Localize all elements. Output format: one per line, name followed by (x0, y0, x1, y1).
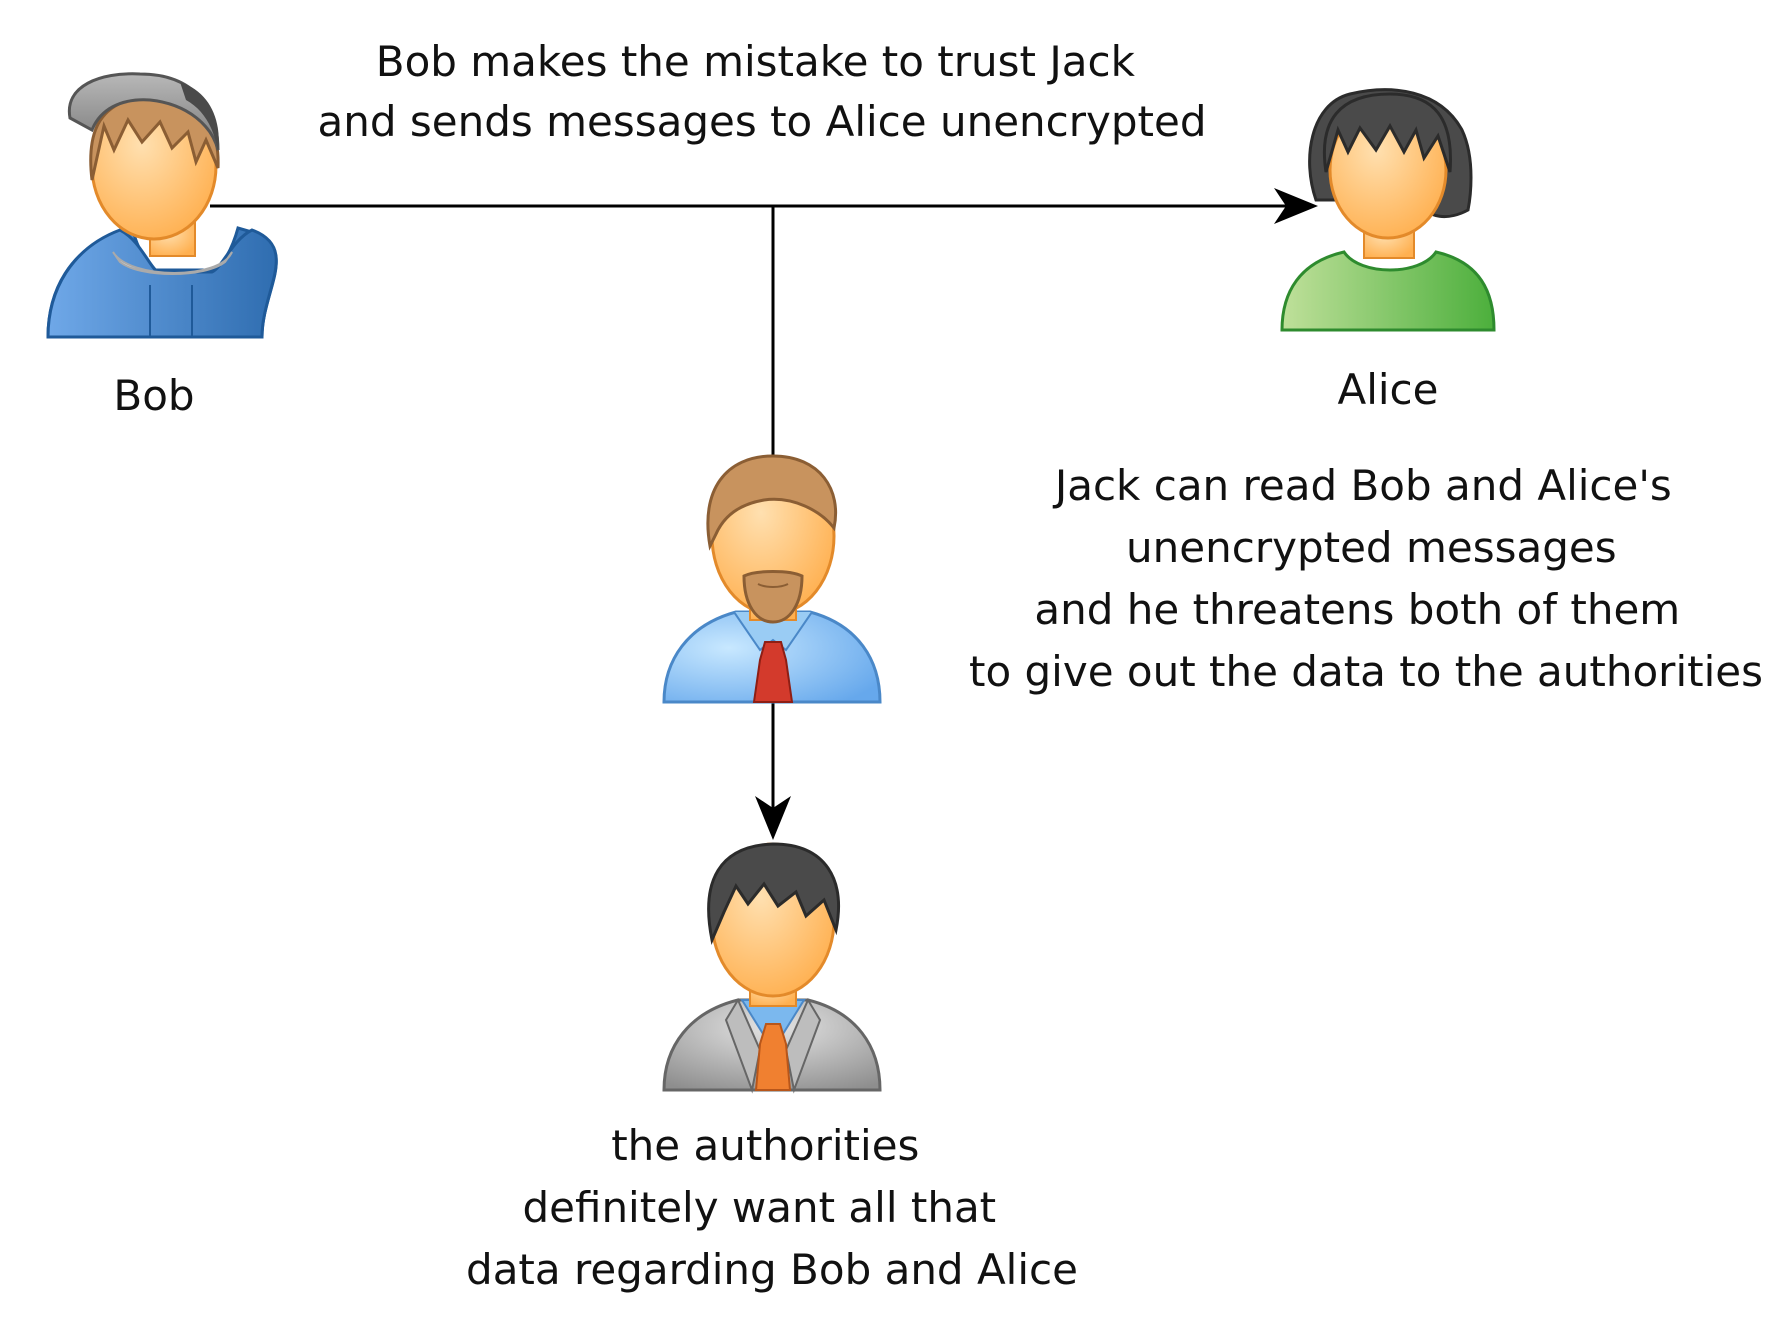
arrowhead-down-icon (755, 796, 791, 840)
bob-person-icon (46, 72, 278, 339)
edge-bob-to-alice-label: Bob makes the mistake to trust Jack and … (318, 37, 1207, 146)
note-line: to give out the data to the authorities (969, 647, 1763, 696)
note-line: Jack can read Bob and Alice's (1052, 461, 1672, 510)
jack-person-icon (662, 454, 882, 704)
note-line: and he threatens both of them (1034, 585, 1680, 634)
alice-label: Alice (1337, 365, 1438, 414)
authority-person-icon (662, 842, 882, 1094)
note-line: unencrypted messages (1126, 523, 1617, 572)
node-authorities[interactable] (662, 842, 882, 1094)
edge-jack-to-authorities (755, 702, 791, 840)
note-line: the authorities (611, 1121, 919, 1170)
note-line: data regarding Bob and Alice (466, 1245, 1078, 1294)
node-jack[interactable] (662, 454, 882, 704)
arrowhead-right-icon (1274, 188, 1318, 224)
jack-threat-note: Jack can read Bob and Alice's unencrypte… (969, 461, 1763, 696)
node-alice[interactable]: Alice (1280, 88, 1496, 414)
bob-label: Bob (113, 371, 194, 420)
edge-bob-to-alice (210, 188, 1318, 224)
authorities-description: the authorities definitely want all that… (466, 1121, 1078, 1294)
edge-label-line: and sends messages to Alice unencrypted (318, 97, 1207, 146)
alice-person-icon (1280, 88, 1496, 332)
edge-label-line: Bob makes the mistake to trust Jack (376, 37, 1136, 86)
node-bob[interactable]: Bob (46, 72, 278, 420)
note-line: definitely want all that (522, 1183, 996, 1232)
